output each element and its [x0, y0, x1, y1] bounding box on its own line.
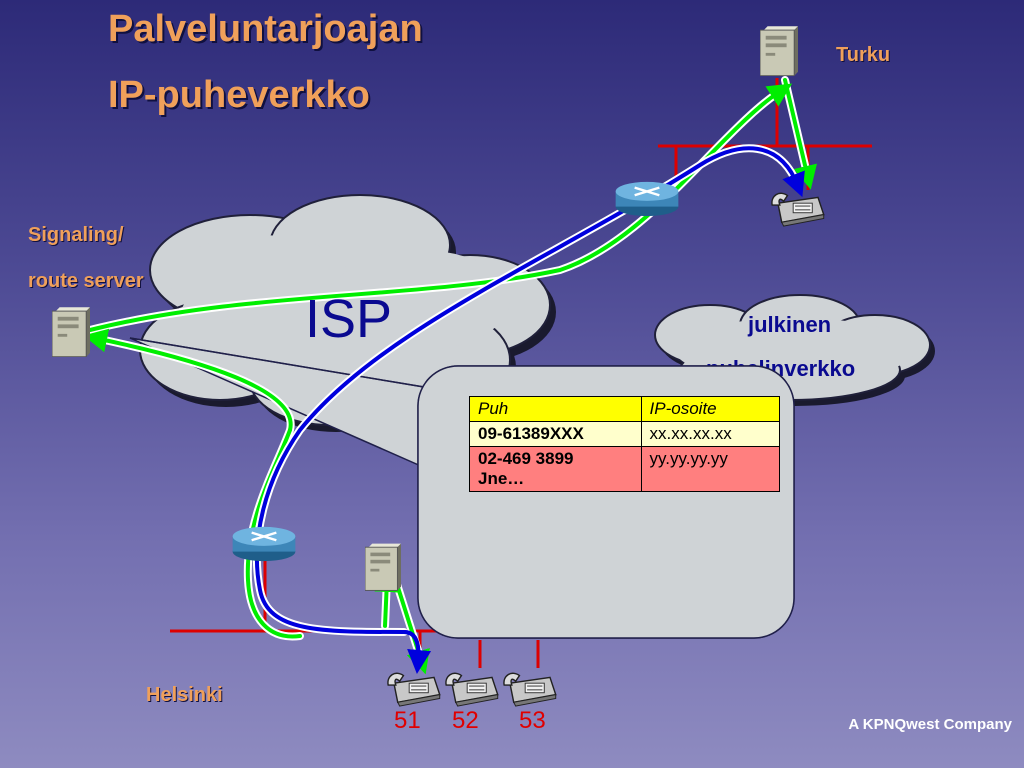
company-credit: A KPNQwest Company: [848, 716, 1012, 733]
title-line-1: Palveluntarjoajan: [108, 8, 423, 50]
signaling-label-line-2: route server: [28, 270, 144, 292]
ip-mapping-table: Puh IP-osoite 09-61389XXX xx.xx.xx.xx 02…: [469, 396, 781, 492]
isp-label: ISP: [305, 289, 393, 349]
phone-51-label: 51: [394, 707, 421, 734]
title-line-2: IP-puheverkko: [108, 74, 370, 116]
header-ip: IP-osoite: [640, 396, 781, 422]
table-row: 09-61389XXX xx.xx.xx.xx: [469, 421, 781, 447]
row2-number-line-1: 02-469 3899: [478, 449, 574, 468]
voice-path: [252, 144, 805, 674]
pstn-label-line-1: julkinen: [748, 312, 832, 337]
signaling-paths: [83, 76, 817, 675]
row1-ip: xx.xx.xx.xx: [640, 421, 781, 447]
helsinki-label: Helsinki: [146, 684, 223, 706]
header-puh: Puh: [469, 396, 642, 422]
table-header-row: Puh IP-osoite: [469, 396, 781, 422]
phone-52-label: 52: [452, 707, 479, 734]
signaling-label-line-1: Signaling/: [28, 224, 124, 246]
row2-number-line-2: Jne…: [478, 469, 525, 488]
row2-ip: yy.yy.yy.yy: [640, 446, 781, 492]
phone-53-label: 53: [519, 707, 546, 734]
turku-label: Turku: [836, 44, 891, 66]
row1-number: 09-61389XXX: [469, 421, 642, 447]
